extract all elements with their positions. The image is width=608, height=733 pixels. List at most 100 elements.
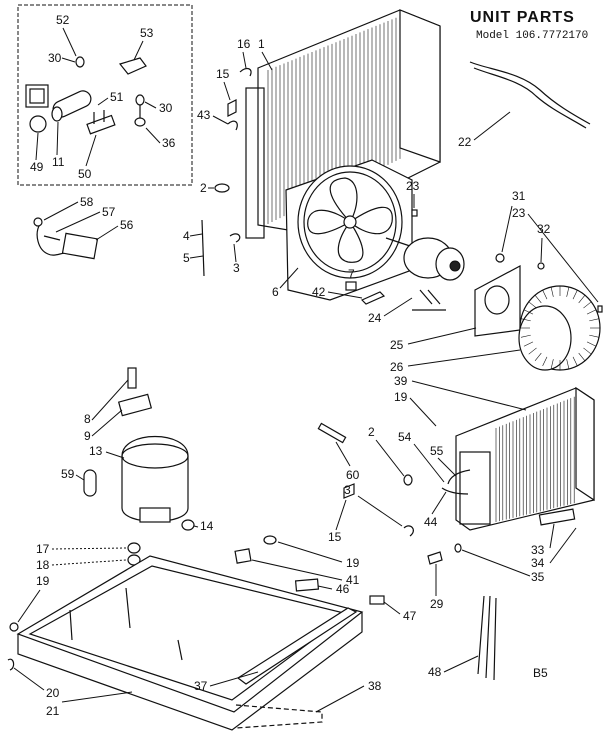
callout-25: 25 — [390, 338, 404, 352]
callout-17: 17 — [36, 542, 50, 556]
coil-fin-line — [523, 309, 534, 315]
coil-fin-line — [583, 347, 592, 355]
coil-fin-line — [520, 318, 531, 322]
coil-fin-line — [534, 352, 542, 362]
clip-29-part — [427, 551, 443, 565]
callout-35: 35 — [531, 570, 545, 584]
callout-50: 50 — [78, 167, 92, 181]
callout-42: 42 — [312, 285, 326, 299]
coil-fin-line — [550, 286, 554, 297]
small-part-7 — [345, 281, 357, 291]
nut-32-part — [537, 262, 545, 270]
knob-30-part — [75, 56, 146, 127]
clip-3b-part — [403, 525, 414, 537]
coil-fin-line — [523, 341, 534, 347]
bracket-15b-part — [343, 483, 355, 499]
skid-38-part — [235, 704, 323, 729]
coil-fin-line — [572, 290, 578, 300]
callout-23-a: 23 — [406, 179, 420, 193]
callout-51: 51 — [110, 90, 124, 104]
callout-21: 21 — [46, 704, 60, 718]
bracket-46-part — [294, 578, 320, 592]
callout-30-b: 30 — [159, 101, 173, 115]
evaporator-coil-part — [455, 386, 595, 531]
clip-2b-part — [403, 474, 413, 486]
callout-57: 57 — [102, 205, 116, 219]
callout-38: 38 — [368, 679, 382, 693]
coil-fin-line — [550, 359, 554, 370]
coil-fin-line — [528, 347, 537, 355]
clip-23-part — [411, 209, 603, 313]
compressor-part — [121, 436, 189, 523]
washer-35-part — [454, 543, 462, 553]
coil-fin-line — [589, 334, 600, 338]
callout-58: 58 — [80, 195, 94, 209]
callout-26: 26 — [390, 360, 404, 374]
callout-13: 13 — [89, 444, 103, 458]
callout-16: 16 — [237, 37, 251, 51]
coil-fin-line — [534, 294, 542, 304]
callout-47: 47 — [403, 609, 417, 623]
callout-1: 1 — [258, 37, 265, 51]
mount-17-18-part — [127, 542, 141, 566]
coil-fin-line — [586, 341, 597, 347]
fan-motor-part — [385, 237, 465, 281]
bracket-43-part — [227, 120, 238, 131]
bracket-53-part — [118, 57, 147, 75]
callout-3-a: 3 — [233, 261, 240, 275]
callout-36: 36 — [162, 136, 176, 150]
screw-19-part — [9, 535, 277, 632]
terminal-cover-part — [117, 367, 153, 417]
callout-6: 6 — [272, 285, 279, 299]
coil-fin-line — [542, 356, 548, 366]
callout-14: 14 — [200, 519, 214, 533]
callout-43: 43 — [197, 108, 211, 122]
coil-fin-line — [583, 301, 592, 309]
bracket-41-part — [234, 548, 252, 564]
seal-60-part — [317, 422, 347, 444]
coil-fin-line — [589, 318, 600, 322]
callout-55: 55 — [430, 444, 444, 458]
callout-5: 5 — [183, 251, 190, 265]
diagram-title: UNIT PARTS — [470, 9, 575, 26]
callout-59: 59 — [61, 467, 75, 481]
coil-fin-line — [542, 290, 548, 300]
callout-19-a: 19 — [394, 390, 408, 404]
coil-fin-line — [528, 301, 537, 309]
callout-46: 46 — [336, 582, 350, 596]
callout-15-b: 15 — [328, 530, 342, 544]
control-parts-box — [17, 4, 193, 186]
callout-29: 29 — [430, 597, 444, 611]
callout-31: 31 — [512, 189, 526, 203]
grommet-14-part — [181, 519, 195, 531]
callout-19-c: 19 — [346, 556, 360, 570]
thermostat-part — [25, 84, 49, 108]
callout-3-b: 3 — [344, 483, 351, 497]
nut-31-part — [495, 253, 505, 263]
fan-blade-part — [307, 177, 393, 263]
callout-4: 4 — [183, 229, 190, 243]
power-cord-part — [33, 217, 99, 260]
callout-52: 52 — [56, 13, 70, 27]
callout-30-a: 30 — [48, 51, 62, 65]
callout-33: 33 — [531, 543, 545, 557]
small-part-42 — [360, 291, 386, 305]
callout-7: 7 — [348, 267, 355, 281]
callout-8: 8 — [84, 412, 91, 426]
clip-16-part — [239, 67, 252, 77]
clip-20-21-part — [7, 658, 15, 671]
motor-mount-part — [474, 265, 521, 337]
clip-3-part — [229, 233, 241, 243]
wiring-48-part — [477, 595, 497, 681]
callout-2-a: 2 — [200, 181, 207, 195]
page-code: B5 — [533, 666, 548, 680]
rod-4-part — [201, 219, 205, 277]
callout-9: 9 — [84, 429, 91, 443]
model-number: Model 106.7772170 — [476, 30, 588, 42]
callout-44: 44 — [424, 515, 438, 529]
motor-clip-24-part — [412, 289, 446, 311]
overload-59-part — [83, 469, 97, 497]
pin-2-part — [214, 183, 230, 193]
callout-19-b: 19 — [36, 574, 50, 588]
